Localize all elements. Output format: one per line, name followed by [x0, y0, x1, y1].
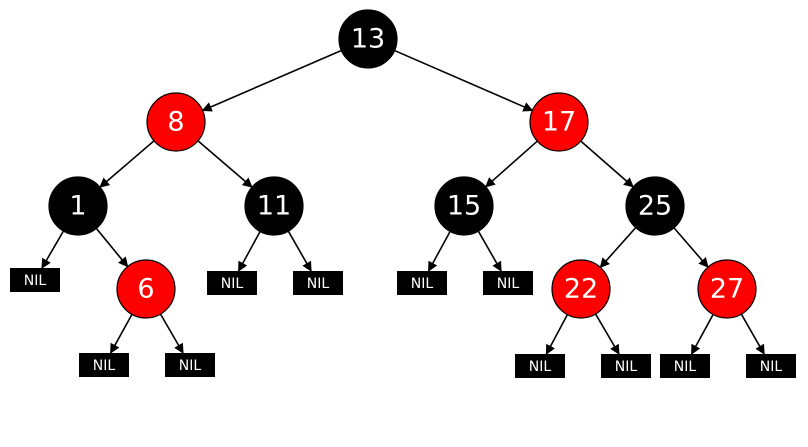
node-label: 13: [351, 24, 385, 55]
nil-leaf: NIL: [79, 353, 129, 377]
edge-n17-n15: [484, 140, 538, 188]
node-6: 6: [116, 259, 176, 319]
edge-n8-n11: [197, 140, 253, 188]
nil-leaf: NIL: [165, 353, 215, 377]
edge-n25-n22: [599, 227, 637, 269]
nil-box: [746, 354, 796, 378]
node-label: 6: [137, 274, 154, 305]
nil-label: NIL: [221, 276, 244, 292]
edge-n15-nil15L: [427, 231, 451, 272]
edge-n1-nil1L: [41, 230, 65, 269]
nil-box: [10, 268, 60, 292]
nil-label: NIL: [497, 276, 520, 292]
nil-leaf: NIL: [601, 354, 651, 378]
node-label: 15: [447, 191, 481, 222]
nil-leaf: NIL: [483, 271, 533, 295]
node-label: 22: [564, 274, 598, 305]
node-circle-red: [551, 259, 611, 319]
nil-leaf: NIL: [397, 271, 447, 295]
nil-label: NIL: [24, 273, 47, 289]
node-8: 8: [146, 92, 206, 152]
node-circle-black: [338, 9, 398, 69]
edge-n13-n17: [394, 49, 534, 112]
nil-label: NIL: [93, 358, 116, 374]
edge-n17-n25: [580, 140, 634, 188]
node-25: 25: [625, 176, 685, 236]
node-label: 27: [710, 274, 744, 305]
node-22: 22: [551, 259, 611, 319]
edge-n13-n8: [201, 49, 342, 112]
edge-n8-n1: [99, 140, 155, 188]
node-15: 15: [434, 176, 494, 236]
nil-label: NIL: [615, 359, 638, 375]
node-label: 8: [167, 107, 184, 138]
nil-leaf: NIL: [515, 354, 565, 378]
node-circle-red: [146, 92, 206, 152]
node-11: 11: [244, 176, 304, 236]
nil-box: [483, 271, 533, 295]
edge-n6-nil6L: [109, 313, 133, 354]
nil-box: [515, 354, 565, 378]
nil-box: [397, 271, 447, 295]
nil-box: [165, 353, 215, 377]
edge-n25-n27: [673, 227, 709, 268]
node-label: 1: [69, 191, 86, 222]
node-13: 13: [338, 9, 398, 69]
nil-box: [601, 354, 651, 378]
node-circle-red: [529, 92, 589, 152]
node-17: 17: [529, 92, 589, 152]
nil-box: [660, 354, 710, 378]
edge-n22-nil22L: [545, 314, 569, 355]
node-27: 27: [697, 259, 757, 319]
edge-n6-nil6R: [159, 313, 184, 354]
nil-label: NIL: [674, 359, 697, 375]
edge-n27-nil27R: [740, 313, 765, 355]
node-1: 1: [48, 176, 108, 236]
nil-label: NIL: [307, 276, 330, 292]
node-label: 11: [257, 191, 291, 222]
node-circle-black: [625, 176, 685, 236]
nil-leaf: NIL: [10, 268, 60, 292]
nil-leaf: NIL: [207, 271, 257, 295]
node-circle-black: [434, 176, 494, 236]
edge-n15-nil15R: [477, 230, 502, 272]
edge-n11-nil11R: [287, 230, 312, 272]
node-circle-black: [48, 176, 108, 236]
edge-n22-nil22R: [594, 313, 620, 355]
nil-label: NIL: [179, 358, 202, 374]
node-circle-red: [697, 259, 757, 319]
nil-label: NIL: [529, 359, 552, 375]
nil-leaf: NIL: [293, 271, 343, 295]
node-circle-black: [244, 176, 304, 236]
edges: [41, 49, 765, 355]
edge-n1-n6: [95, 227, 129, 268]
node-circle-red: [116, 259, 176, 319]
nil-label: NIL: [760, 359, 783, 375]
nil-leaf: NIL: [746, 354, 796, 378]
node-label: 17: [542, 107, 576, 138]
nil-box: [293, 271, 343, 295]
nil-leaf: NIL: [660, 354, 710, 378]
nil-label: NIL: [411, 276, 434, 292]
edge-n27-nil27L: [690, 314, 714, 355]
nil-box: [79, 353, 129, 377]
edge-n11-nil11L: [237, 231, 261, 272]
node-label: 25: [638, 191, 672, 222]
nil-box: [207, 271, 257, 295]
